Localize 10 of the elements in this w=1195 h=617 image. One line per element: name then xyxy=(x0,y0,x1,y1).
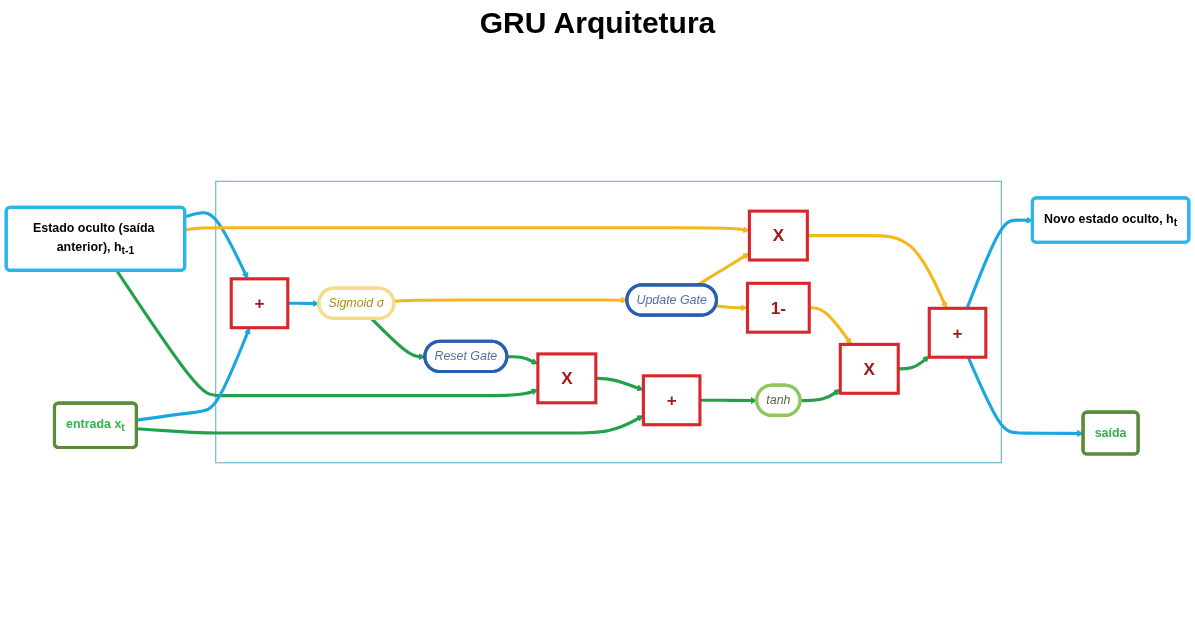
node-box: + xyxy=(927,306,988,359)
node-box: X xyxy=(747,209,809,262)
diagram-title: GRU Arquitetura xyxy=(479,6,716,40)
node-box: + xyxy=(641,374,702,427)
node-box: + xyxy=(229,277,290,330)
node-box: X xyxy=(838,342,900,395)
cluster xyxy=(215,180,1002,464)
node-box: 1- xyxy=(745,281,811,334)
arrow xyxy=(800,389,841,403)
node-box: X xyxy=(536,352,598,405)
